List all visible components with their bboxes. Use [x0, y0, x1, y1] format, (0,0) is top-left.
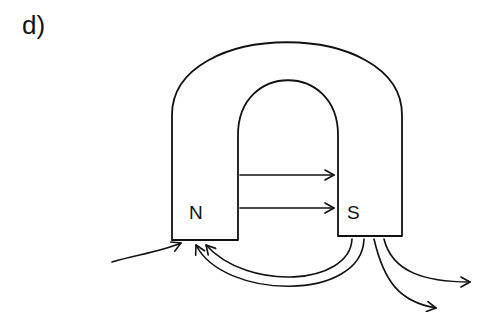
field-lines [112, 175, 470, 308]
horseshoe-magnet [172, 42, 402, 240]
figure-label: d) [22, 12, 45, 38]
pole-label: N [189, 203, 203, 222]
pole-label: S [347, 203, 360, 222]
